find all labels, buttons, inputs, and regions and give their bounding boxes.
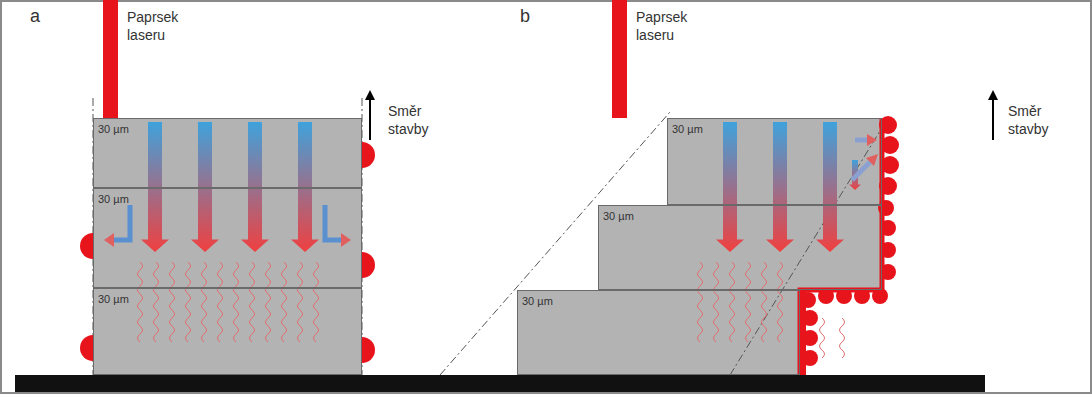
build-layer: 30 µm [93,118,362,188]
heat-wave [218,262,223,342]
build-plate [15,375,985,392]
layer-thickness: 30 µm [94,121,133,137]
heat-wave [714,262,719,342]
arrowhead [104,233,114,247]
heat-flow-arrows [104,122,878,252]
heat-arrow [241,122,269,252]
heat-arrow [191,122,219,252]
direction-arrow [992,98,994,140]
heat-wave [746,262,751,342]
beam-label: Paprsek laseru [636,8,710,44]
direction-label: Směr stavby [388,102,462,138]
build-layer: 30 µm [667,118,882,205]
heat-wave [170,262,175,342]
laser-beam [612,0,627,118]
heat-wave [234,262,239,342]
melt-zone-outline [800,118,882,375]
layer-thickness: 30 µm [94,191,133,207]
heat-wave [250,262,255,342]
heat-wave [698,262,703,342]
direction-arrow [369,98,371,140]
heat-arrow [141,122,169,252]
arrowhead [341,233,351,247]
heat-arrow [325,205,343,240]
build-layer: 30 µm [517,290,800,375]
heat-wave [202,262,207,342]
layer-body [598,205,882,290]
heat-arrow [816,122,844,252]
dash-dot-line [730,118,888,375]
heat-wave [730,262,735,342]
layer-thickness: 30 µm [518,293,557,309]
heat-wave [186,262,191,342]
build-layer: 30 µm [93,288,362,375]
panel-letter: b [520,6,530,27]
heat-waves [138,262,845,358]
heat-wave [820,318,825,358]
powder-particles [800,116,899,366]
layer-body [517,290,800,375]
heat-wave [138,262,143,342]
laser-beam [103,0,118,118]
heat-arrow [766,122,794,252]
heat-arrow [291,122,319,252]
heat-wave [282,262,287,342]
heat-wave [840,318,845,358]
heat-arrow [855,138,868,143]
heat-arrow [716,122,744,252]
heat-wave [266,262,271,342]
layer-thickness: 30 µm [94,291,133,307]
heat-wave [154,262,159,342]
heat-wave [314,262,319,342]
dash-dot-line [440,112,670,375]
arrowhead [866,154,878,166]
layer-thickness: 30 µm [599,208,638,224]
heat-arrow [112,205,130,240]
build-layer: 30 µm [598,205,882,290]
heat-wave [762,262,767,342]
panel-letter: a [30,6,40,27]
heat-wave [778,262,783,342]
beam-label: Paprsek laseru [127,8,201,44]
arrowhead [988,90,998,100]
arrowhead [365,90,375,100]
layer-thickness: 30 µm [668,121,707,137]
build-layer: 30 µm [93,188,362,288]
heat-arrow [852,162,870,180]
heat-wave [298,262,303,342]
powder-particles [80,142,375,363]
arrowhead [867,134,877,146]
part-body [93,118,362,375]
direction-label: Směr stavby [1008,102,1082,138]
